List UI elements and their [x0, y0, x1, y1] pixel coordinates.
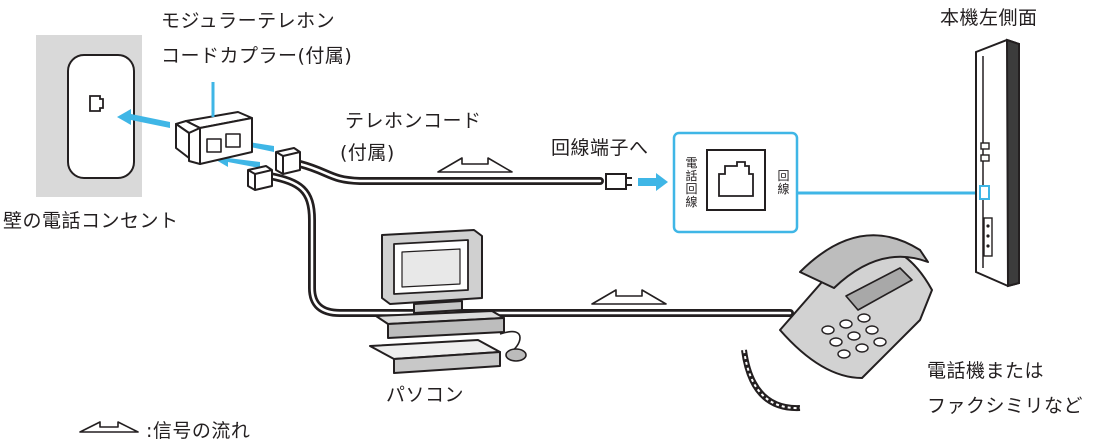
wall-outlet-label: 壁の電話コンセント	[3, 210, 179, 232]
rj11-plug-icon	[247, 147, 301, 191]
phone-label-line1: 電話機または	[927, 360, 1045, 382]
terminal-arrow	[638, 173, 668, 191]
computer	[369, 229, 527, 374]
coupler	[175, 111, 253, 165]
coupler-label-line2: コードカプラー(付属)	[161, 45, 353, 67]
phone-label-line2: ファクシミリなど	[927, 395, 1084, 417]
line-port-label: 回線	[777, 169, 790, 196]
cables	[266, 160, 794, 317]
cord-label-line2: (付属)	[340, 142, 395, 164]
unit-side-label: 本機左側面	[940, 7, 1038, 29]
wall-jack-icon	[89, 95, 104, 112]
legend-label: :信号の流れ	[146, 420, 251, 442]
telephone	[741, 234, 933, 412]
phone-line-port-label: 電話回線	[685, 156, 698, 209]
cord-label-line1: テレホンコード	[345, 110, 482, 132]
unit-side-panel	[975, 38, 1020, 288]
coupler-label-line1: モジュラーテレホン	[161, 10, 336, 32]
line-plug-icon	[605, 173, 632, 190]
line-terminal-label: 回線端子へ	[551, 137, 649, 159]
line-terminal-box	[672, 131, 799, 234]
double-arrow-icon	[79, 157, 667, 433]
pc-label: パソコン	[386, 384, 465, 406]
